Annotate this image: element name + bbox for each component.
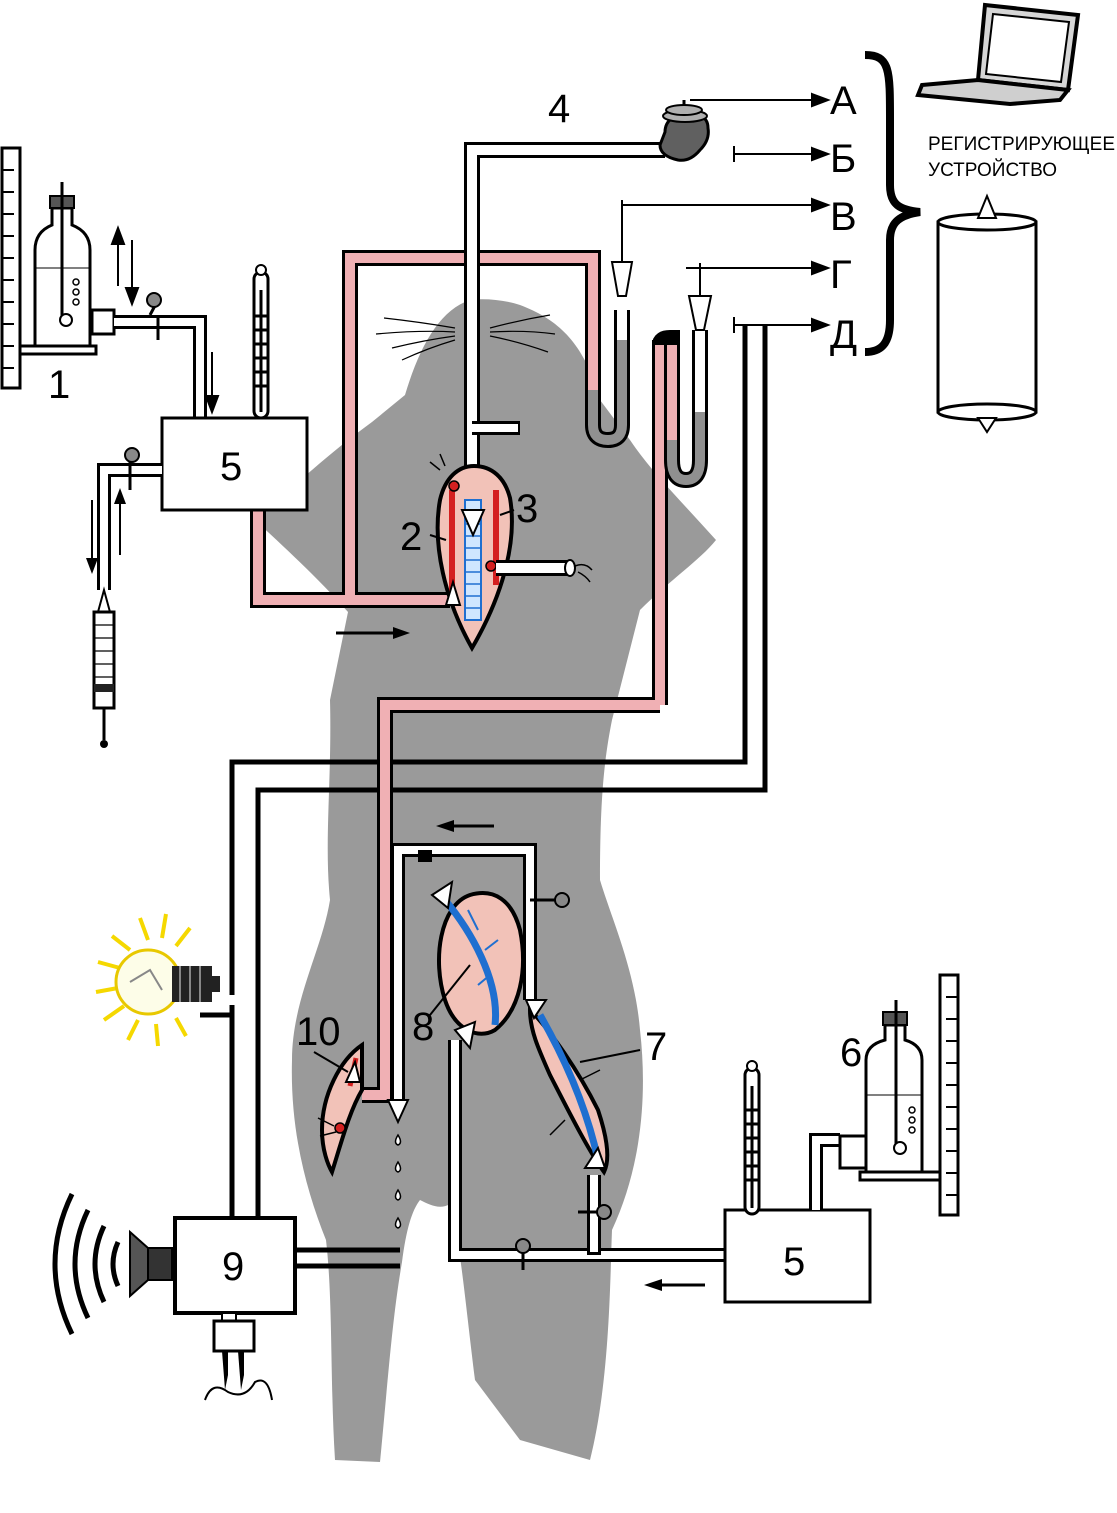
return-tube-lower xyxy=(448,892,725,1270)
unit9-electrode xyxy=(204,1312,273,1401)
organ-10 xyxy=(317,1041,364,1177)
label-3: 3 xyxy=(516,487,538,531)
channel-label-b: Б xyxy=(830,137,856,181)
heart-side-cannula xyxy=(496,559,593,583)
recorder-drum-icon xyxy=(936,193,1038,434)
cannula-to-tambour xyxy=(464,142,665,520)
flow-arrow-left-1 xyxy=(436,820,494,832)
light-bulb-icon xyxy=(95,913,220,1047)
label-4: 4 xyxy=(548,87,570,131)
flow-arrows-up-down-1 xyxy=(110,225,220,415)
channel-brace xyxy=(864,51,921,356)
label-8: 8 xyxy=(412,1005,434,1049)
organ-7 xyxy=(524,999,610,1176)
syringe-line xyxy=(86,447,162,590)
animal-body-silhouette xyxy=(255,299,716,1462)
leader-lines xyxy=(313,509,641,1073)
unit9-output-line xyxy=(295,1247,400,1269)
label-1: 1 xyxy=(48,363,70,407)
label-6: 6 xyxy=(840,1031,862,1075)
electrical-wires xyxy=(200,325,768,1222)
tambour-icon xyxy=(658,100,710,162)
venous-drain-tube xyxy=(386,843,537,1125)
signal-arrows xyxy=(622,92,831,333)
drops xyxy=(394,1133,402,1229)
recorder-label-line2: УСТРОЙСТВО xyxy=(928,159,1057,181)
thermometer-2 xyxy=(743,1060,761,1216)
heart-organ xyxy=(429,453,514,653)
mariotte-bottle-1 xyxy=(18,182,116,356)
loudspeaker-icon xyxy=(52,1192,173,1336)
manometer-u-tube-1 xyxy=(585,200,634,449)
mariotte-bottle-6 xyxy=(809,1000,942,1210)
label-10: 10 xyxy=(296,1010,341,1054)
organ-8 xyxy=(430,879,525,1051)
label-5-top: 5 xyxy=(220,445,242,489)
syringe-icon xyxy=(92,586,116,748)
laptop-icon xyxy=(915,2,1081,107)
label-5-bottom: 5 xyxy=(783,1240,805,1284)
flow-arrow-left-2 xyxy=(644,1279,705,1291)
scale-ruler-1 xyxy=(0,146,22,390)
label-2: 2 xyxy=(400,515,422,559)
channel-label-d: Д xyxy=(830,313,857,357)
label-9: 9 xyxy=(222,1245,244,1289)
label-7: 7 xyxy=(645,1025,667,1069)
unit5-bottom-box xyxy=(723,1208,872,1304)
manometer-u-tube-2 xyxy=(652,263,713,489)
flow-arrow-right xyxy=(336,627,410,639)
unit5-top-box xyxy=(160,416,309,512)
thermometer-1 xyxy=(252,264,270,420)
channel-label-v: В xyxy=(830,195,857,239)
tube-bottle-to-unit5 xyxy=(114,292,207,418)
whiskers xyxy=(375,314,556,361)
unit9-box xyxy=(173,1216,297,1315)
channel-label-a: А xyxy=(830,79,857,123)
channel-label-g: Г xyxy=(830,253,852,297)
recorder-label-line1: РЕГИСТРИРУЮЩЕЕ xyxy=(928,134,1115,155)
scale-ruler-2 xyxy=(938,973,960,1217)
